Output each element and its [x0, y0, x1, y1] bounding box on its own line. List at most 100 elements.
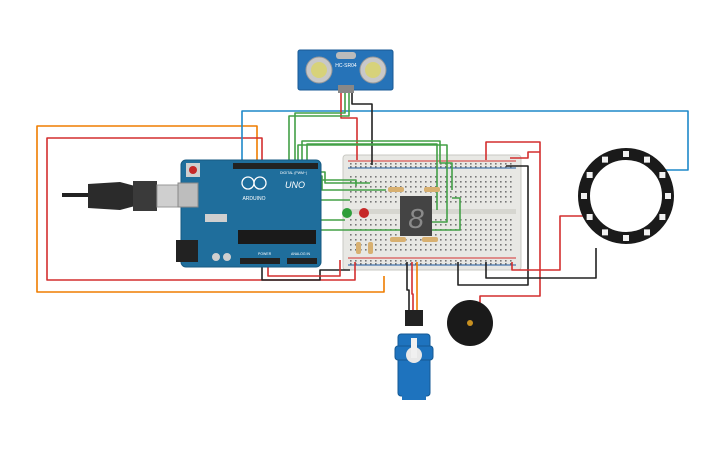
breadboard-hole: [360, 219, 362, 221]
breadboard-hole: [420, 176, 422, 178]
breadboard-hole: [455, 163, 457, 165]
breadboard-hole: [390, 219, 392, 221]
breadboard-hole: [480, 260, 482, 262]
breadboard-hole: [360, 176, 362, 178]
breadboard-hole: [415, 239, 417, 241]
breadboard-hole: [505, 163, 507, 165]
breadboard-hole: [455, 249, 457, 251]
breadboard-hole: [380, 166, 382, 168]
breadboard-hole: [350, 224, 352, 226]
breadboard-hole: [405, 166, 407, 168]
breadboard-hole: [500, 176, 502, 178]
breadboard-hole: [385, 260, 387, 262]
breadboard-hole: [495, 201, 497, 203]
breadboard-hole: [385, 239, 387, 241]
breadboard-hole: [365, 176, 367, 178]
breadboard-hole: [410, 260, 412, 262]
breadboard-hole: [490, 239, 492, 241]
breadboard-hole: [390, 201, 392, 203]
breadboard-hole: [380, 219, 382, 221]
breadboard-hole: [355, 234, 357, 236]
usb-cable: [62, 181, 184, 211]
breadboard-hole: [455, 166, 457, 168]
arduino-uno[interactable]: UNO ARDUINO DIGITAL (PWM~) POWER ANALOG …: [176, 159, 322, 268]
breadboard-hole: [375, 244, 377, 246]
breadboard-hole: [385, 224, 387, 226]
breadboard-hole: [500, 249, 502, 251]
breadboard-hole: [460, 176, 462, 178]
breadboard-hole: [480, 249, 482, 251]
breadboard-hole: [355, 186, 357, 188]
breadboard-hole: [445, 249, 447, 251]
breadboard-hole: [365, 219, 367, 221]
breadboard-hole: [505, 196, 507, 198]
breadboard-hole: [435, 201, 437, 203]
breadboard-hole: [380, 201, 382, 203]
breadboard-hole: [495, 234, 497, 236]
breadboard-hole: [390, 196, 392, 198]
breadboard-hole: [480, 219, 482, 221]
breadboard-hole: [480, 234, 482, 236]
breadboard-hole: [440, 219, 442, 221]
breadboard-hole: [455, 219, 457, 221]
breadboard-hole: [360, 260, 362, 262]
breadboard-hole: [405, 263, 407, 265]
breadboard-hole: [480, 201, 482, 203]
breadboard-hole: [510, 234, 512, 236]
breadboard-hole: [465, 260, 467, 262]
breadboard-hole: [475, 181, 477, 183]
breadboard-hole: [395, 244, 397, 246]
breadboard-hole: [510, 186, 512, 188]
breadboard-hole: [350, 196, 352, 198]
breadboard-hole: [450, 176, 452, 178]
breadboard-hole: [475, 239, 477, 241]
breadboard-hole: [440, 224, 442, 226]
breadboard-hole: [455, 260, 457, 262]
breadboard-hole: [450, 263, 452, 265]
breadboard-hole: [370, 196, 372, 198]
breadboard-hole: [405, 249, 407, 251]
ring-led: [586, 214, 593, 220]
breadboard-hole: [455, 224, 457, 226]
breadboard-hole: [490, 186, 492, 188]
breadboard-hole: [500, 263, 502, 265]
breadboard-hole: [505, 260, 507, 262]
breadboard-hole: [445, 166, 447, 168]
breadboard-hole: [375, 260, 377, 262]
breadboard-hole: [435, 249, 437, 251]
breadboard-hole: [455, 239, 457, 241]
breadboard-hole: [495, 263, 497, 265]
breadboard-hole: [355, 244, 357, 246]
breadboard-hole: [465, 163, 467, 165]
breadboard-hole: [480, 224, 482, 226]
breadboard-hole: [395, 219, 397, 221]
breadboard-hole: [415, 181, 417, 183]
breadboard-hole: [470, 224, 472, 226]
breadboard-hole: [450, 260, 452, 262]
ring-led: [659, 172, 666, 178]
breadboard-hole: [420, 181, 422, 183]
breadboard-hole: [385, 163, 387, 165]
breadboard-hole: [450, 219, 452, 221]
breadboard-hole: [390, 186, 392, 188]
breadboard-hole: [370, 181, 372, 183]
breadboard-hole: [475, 191, 477, 193]
breadboard-hole: [435, 181, 437, 183]
breadboard-hole: [435, 186, 437, 188]
breadboard-hole: [450, 181, 452, 183]
breadboard-hole: [490, 196, 492, 198]
breadboard-hole: [470, 181, 472, 183]
breadboard-hole: [470, 176, 472, 178]
breadboard-hole: [500, 260, 502, 262]
breadboard-hole: [410, 181, 412, 183]
breadboard-hole: [460, 239, 462, 241]
breadboard-hole: [365, 191, 367, 193]
breadboard-hole: [415, 260, 417, 262]
breadboard-hole: [510, 201, 512, 203]
breadboard-hole: [395, 234, 397, 236]
breadboard-hole: [500, 201, 502, 203]
ultrasonic-sensor[interactable]: HC-SR04: [297, 49, 394, 93]
breadboard-hole: [475, 249, 477, 251]
breadboard-hole: [450, 196, 452, 198]
breadboard-hole: [350, 244, 352, 246]
